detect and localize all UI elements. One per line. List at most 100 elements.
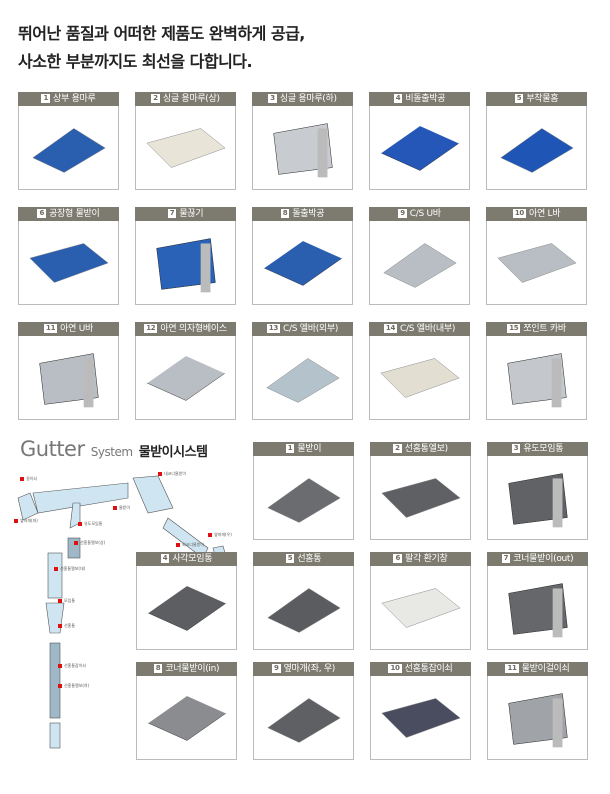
headline-line-2: 사소한 부분까지도 최선을 다합니다.: [18, 52, 253, 71]
product-image: [145, 127, 226, 168]
product-label: 코너물받이(out): [513, 554, 574, 564]
product-label: C/S 엘바(내부): [400, 324, 456, 334]
product-image-frame: [487, 566, 588, 650]
product-number: 13: [266, 324, 281, 333]
product-number: 2: [151, 94, 160, 103]
gutter-system-title: Gutter System 물받이시스템: [20, 436, 248, 466]
product-image-frame: [370, 456, 471, 540]
diagram-label: 모임통: [58, 598, 75, 604]
product-label: 아연 의자형베이스: [160, 324, 227, 334]
gutter-title-system: System: [90, 445, 133, 459]
product-number: 7: [167, 209, 177, 218]
product-image-frame: [486, 106, 587, 190]
product-number: 10: [388, 664, 402, 673]
product-label: 아연 L바: [528, 209, 561, 219]
product-image-frame: [136, 566, 237, 650]
diagram-label: 선홈통엘보(하): [58, 683, 89, 689]
gutter-system-diagram: 걸이쇠 옆마개(좌) 유도모임통 물받이 내코너물받이 외코너물받이 옆마개(우…: [8, 468, 248, 788]
product-number: 6: [37, 209, 47, 218]
gutter-title-kr: 물받이시스템: [138, 445, 208, 460]
product-label: 물끊기: [179, 209, 204, 219]
product-image-frame: [136, 676, 237, 760]
diagram-label: 내코너물받이: [158, 471, 186, 477]
product-image: [499, 127, 574, 173]
product-image: [496, 242, 577, 283]
diagram-label: 유도모임통: [78, 521, 102, 527]
product-image-frame: [487, 676, 588, 760]
product-label: 유도모임통: [523, 444, 564, 454]
product-number: 6: [393, 554, 403, 563]
diagram-label: 걸이쇠: [20, 476, 37, 482]
product-image: [265, 357, 340, 403]
product-number: 14: [383, 324, 398, 333]
product-image: [262, 239, 343, 286]
product-image: [507, 582, 568, 637]
product-label: 돌출박공: [292, 209, 325, 219]
product-label: 팔각 환기창: [405, 554, 448, 564]
product-label: 아연 U바: [60, 324, 93, 334]
product-number: 3: [511, 444, 521, 453]
product-number: 7: [501, 554, 511, 563]
product-number: 11: [44, 324, 58, 333]
product-image-frame: [135, 106, 236, 190]
product-image-frame: [486, 336, 587, 420]
product-label: 선홈통: [297, 554, 322, 564]
product-label: 싱글 용마루(상): [162, 94, 220, 104]
product-image-frame: [370, 676, 471, 760]
product-image-frame: [18, 221, 119, 305]
product-number: 11: [505, 664, 519, 673]
product-number: 3: [268, 94, 277, 103]
diagram-label: 선홈통엘보(대): [54, 566, 85, 572]
product-number: 5: [514, 94, 524, 103]
product-image-frame: [486, 221, 587, 305]
product-label: 사각모임통: [172, 554, 213, 564]
product-image: [28, 242, 109, 283]
product-label: 상부 용마루: [53, 94, 96, 104]
product-image: [146, 694, 227, 741]
product-image: [507, 472, 568, 527]
diagram-label: 선홈통엘보(상): [74, 540, 105, 546]
product-image-frame: [253, 456, 354, 540]
product-label: 물받이: [297, 444, 322, 454]
product-number: 2: [393, 444, 402, 453]
product-label: 공장형 물받이: [49, 209, 100, 219]
product-label: 옆마개(좌, 우): [283, 664, 336, 674]
product-image: [146, 584, 227, 631]
product-image: [38, 352, 99, 407]
product-image: [31, 127, 106, 173]
product-image: [506, 352, 567, 407]
